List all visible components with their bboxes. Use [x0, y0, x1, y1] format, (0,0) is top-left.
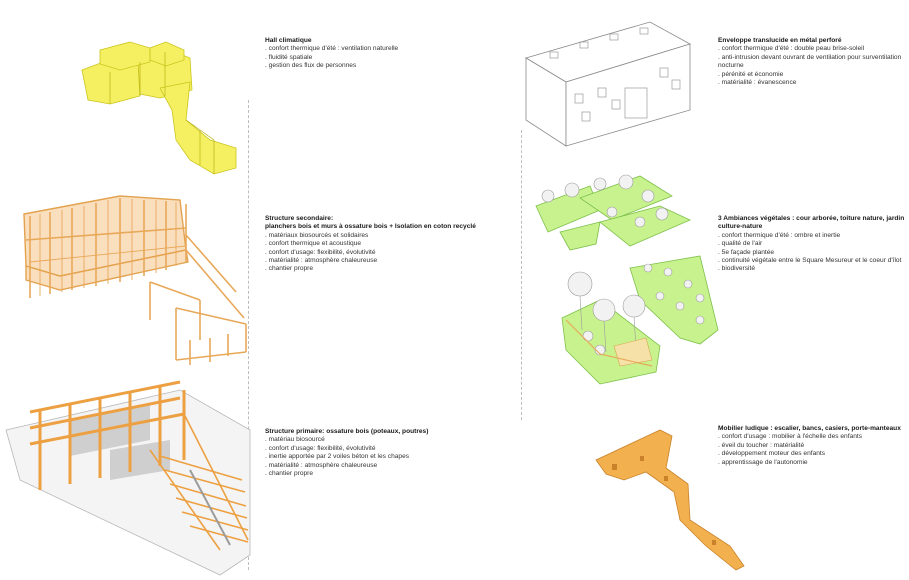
hall-climatique-text: Hall climatique . confort thermique d'ét…	[265, 37, 398, 71]
mobilier-ludique-item: . apprentissage de l'autonomie	[718, 458, 808, 466]
ambiances-vegetales-item: . 5e façade plantée	[718, 248, 775, 256]
structure-primaire-item: . chantier propre	[265, 470, 314, 478]
mobilier-ludique-text: Mobilier ludique : escalier, bancs, casi…	[718, 425, 901, 467]
enveloppe-text: Enveloppe translucide en métal perforé .…	[718, 37, 901, 87]
structure-secondaire-item: . chantier propre	[265, 265, 314, 273]
mobilier-ludique-item: . éveil du toucher : matérialité	[718, 441, 805, 449]
left-column-separator	[248, 100, 249, 570]
structure-primaire-title: Structure primaire: ossature bois (potea…	[265, 428, 429, 435]
hall-climatique-item: . confort thermique d'été : ventilation …	[265, 45, 399, 53]
structure-primaire-text: Structure primaire: ossature bois (potea…	[265, 428, 428, 478]
mobilier-ludique-title: Mobilier ludique : escalier, bancs, casi…	[718, 425, 901, 432]
structure-secondaire-title: Structure secondaire:	[265, 215, 334, 222]
structure-secondaire-subtitle: planchers bois et murs à ossature bois +…	[265, 223, 476, 231]
structure-primaire-item: . inertie apportée par 2 voiles béton et…	[265, 453, 410, 461]
ambiances-vegetales-subtitle: culture-nature	[718, 223, 763, 231]
enveloppe-title: Enveloppe translucide en métal perforé	[718, 37, 842, 44]
ambiances-vegetales-item: . continuité végétale entre le Square Me…	[718, 257, 902, 265]
structure-primaire-item: . matérialité : atmosphère chaleureuse	[265, 461, 378, 469]
enveloppe-item: . confort thermique d'été : double peau …	[718, 45, 865, 53]
structure-secondaire-item: . confort thermique et acoustique	[265, 240, 362, 248]
hall-climatique-item: . gestion des flux de personnes	[265, 62, 357, 70]
structure-secondaire-item: . matériaux biosourcés et solidaires	[265, 231, 369, 239]
structure-secondaire-text: Structure secondaire: planchers bois et …	[265, 215, 476, 274]
mobilier-ludique-item: . développement moteur des enfants	[718, 450, 826, 458]
right-column-separator	[521, 130, 522, 420]
ambiances-vegetales-text: 3 Ambiances végétales : cour arborée, to…	[718, 215, 904, 274]
hall-climatique-item: . fluidité spatiale	[265, 53, 313, 61]
enveloppe-item: . anti-intrusion devant ouvrant de venti…	[718, 53, 902, 61]
structure-primaire-item: . matériau biosourcé	[265, 436, 325, 444]
structure-secondaire-item: . matérialité : atmosphère chaleureuse	[265, 257, 378, 265]
ambiances-vegetales-title: 3 Ambiances végétales : cour arborée, to…	[718, 215, 905, 222]
enveloppe-item: . pérénité et économie	[718, 70, 784, 78]
structure-secondaire-item: . confort d'usage: flexibilité, évolutiv…	[265, 248, 376, 256]
enveloppe-item: nocturne	[718, 62, 744, 70]
enveloppe-item: . matérialité : évanescence	[718, 79, 797, 87]
mobilier-ludique-item: . confort d'usage : mobilier à l'échelle…	[718, 433, 863, 441]
ambiances-vegetales-item: . qualité de l'air	[718, 240, 763, 248]
structure-primaire-item: . confort d'usage: flexibilité, évolutiv…	[265, 444, 376, 452]
hall-climatique-title: Hall climatique	[265, 37, 312, 44]
ambiances-vegetales-item: . confort thermique d'été : ombre et ine…	[718, 231, 841, 239]
ambiances-vegetales-item: . biodiversité	[718, 265, 756, 273]
